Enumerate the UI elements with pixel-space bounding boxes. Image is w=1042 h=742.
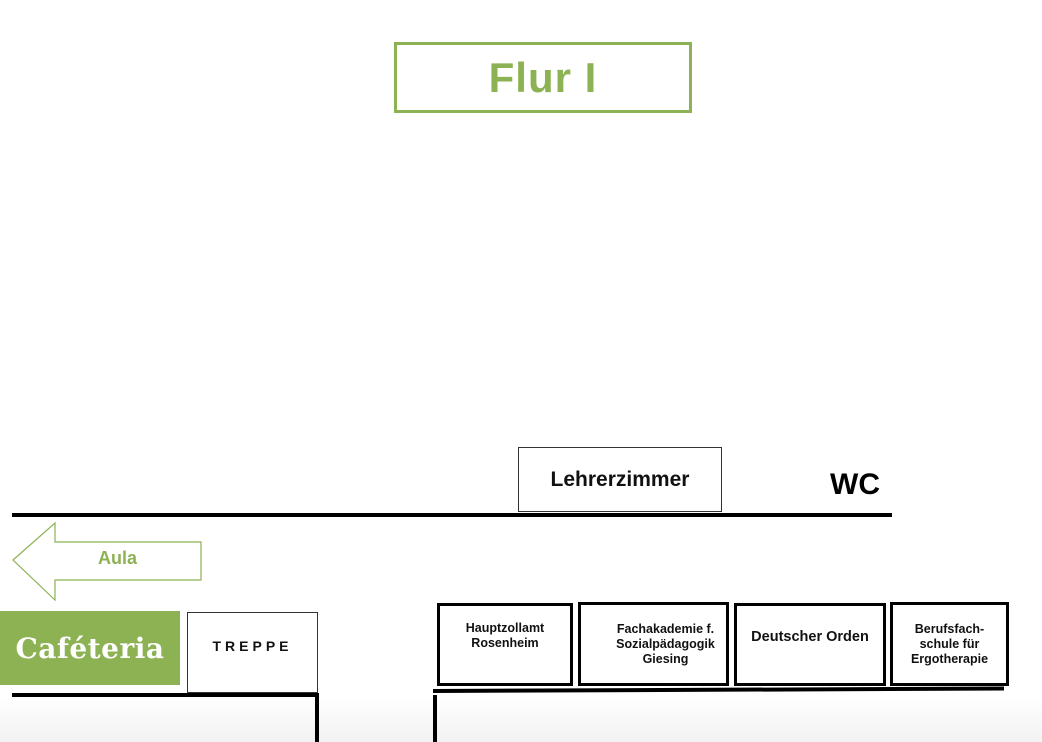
wall-right-horizontal — [432, 686, 1005, 693]
room-hauptzollamt-line: Rosenheim — [471, 635, 539, 650]
aula-label: Aula — [97, 548, 137, 568]
floor-shading — [0, 697, 1042, 742]
wall-left-vertical — [315, 693, 319, 742]
wall-left-horizontal — [12, 693, 318, 697]
room-berufsfachschule-line: Berufsfach- — [914, 621, 985, 636]
floor-title-box: Flur I — [394, 42, 692, 113]
stairs-label: TREPPE — [212, 637, 293, 654]
room-cafeteria-label: Caféteria — [15, 631, 165, 665]
room-deutscher-orden: Deutscher Orden — [734, 603, 886, 686]
room-cafeteria: Caféteria — [0, 611, 180, 685]
room-berufsfachschule-line: Ergotherapie — [910, 651, 989, 666]
room-lehrerzimmer-label: Lehrerzimmer — [550, 467, 690, 491]
room-fachakademie-line: Giesing — [642, 651, 689, 666]
room-berufsfachschule-line: schule für — [919, 636, 980, 651]
stairs-box: TREPPE — [187, 612, 318, 693]
room-deutscher-orden-line: Deutscher Orden — [751, 629, 869, 645]
room-fachakademie-line: Fachakademie f. — [616, 621, 715, 636]
room-hauptzollamt-line: Hauptzollamt — [465, 620, 545, 635]
room-hauptzollamt: Hauptzollamt Rosenheim — [437, 603, 573, 686]
aula-arrow-icon — [12, 522, 202, 602]
wall-right-vertical — [433, 695, 437, 742]
wc-label: WC — [830, 468, 880, 501]
room-fachakademie: Fachakademie f. Sozialpädagogik Giesing — [578, 602, 729, 686]
room-fachakademie-line: Sozialpädagogik — [616, 636, 715, 651]
room-lehrerzimmer: Lehrerzimmer — [518, 447, 722, 512]
floor-title: Flur I — [488, 53, 598, 101]
corridor-wall-top — [12, 513, 892, 517]
room-berufsfachschule: Berufsfach- schule für Ergotherapie — [890, 602, 1009, 686]
